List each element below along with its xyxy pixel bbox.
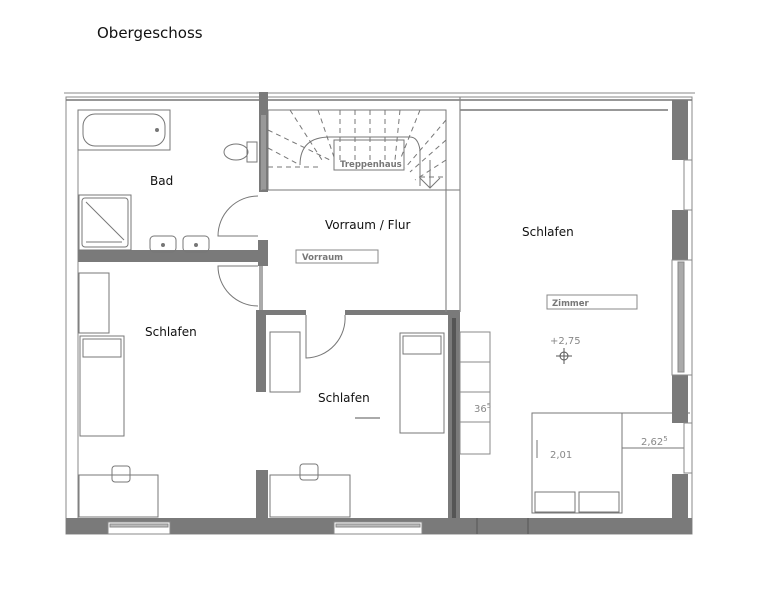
double-bed	[531, 412, 690, 514]
room-label-schlafen-right: Schlafen	[522, 225, 574, 239]
zimmer-tag: Zimmer	[552, 299, 590, 309]
staircase	[262, 109, 460, 191]
room-label-vorraum: Vorraum / Flur	[325, 218, 410, 232]
shower	[78, 194, 132, 251]
vorraum-tag: Vorraum	[302, 253, 343, 263]
room-label-bad: Bad	[150, 174, 173, 188]
bathtub	[77, 109, 171, 151]
zimmer-tag-box	[546, 294, 638, 310]
bottom-windows	[107, 521, 423, 535]
left-bedroom-furniture	[78, 272, 159, 518]
stairs-tag: Treppenhaus	[340, 160, 402, 170]
right-windows	[671, 159, 693, 474]
closet	[459, 331, 491, 455]
height-marker-icon	[556, 348, 572, 364]
bottom-wall	[66, 518, 692, 534]
right-wall	[672, 100, 688, 524]
vorraum-right-wall	[445, 97, 461, 312]
room-label-schlafen-left: Schlafen	[145, 325, 197, 339]
middle-bedroom-furniture	[269, 331, 445, 518]
window-dimension: 2,625	[641, 435, 668, 448]
room-label-schlafen-middle: Schlafen	[318, 391, 370, 405]
top-wall	[66, 99, 692, 111]
interior-walls	[78, 92, 460, 525]
doors	[217, 195, 346, 359]
closet-dimension: 365	[474, 402, 491, 415]
bottom-wall-joints	[476, 518, 529, 534]
floor-title: Obergeschoss	[97, 24, 203, 42]
toilet	[223, 141, 258, 163]
vorraum-tag-box	[295, 249, 379, 264]
height-mark: +2,75	[550, 336, 581, 347]
sinks	[149, 235, 210, 253]
bed-dimension: 2,01	[550, 450, 572, 461]
